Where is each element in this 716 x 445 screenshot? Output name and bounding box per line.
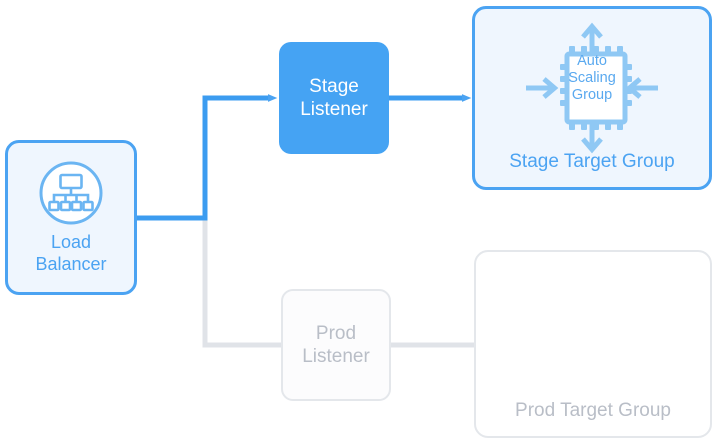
prod-target-group-label: Prod Target Group [515, 399, 671, 421]
connector-load-balancer-to-stage-listener [137, 94, 278, 221]
prod-listener-label-line1: Prod [315, 322, 357, 344]
node-stage-target-group[interactable]: Auto Scaling Group Stage Target Group [472, 6, 712, 190]
node-stage-listener[interactable]: Stage Listener [279, 42, 389, 154]
stage-listener-label-line2: Listener [300, 99, 368, 120]
stage-target-group-label: Stage Target Group [509, 150, 675, 172]
node-prod-target-group[interactable]: Prod Target Group [474, 250, 712, 438]
hierarchy-network-icon [39, 161, 103, 225]
load-balancer-label-line1: Load [50, 231, 92, 252]
load-balancer-label-line2: Balancer [35, 253, 107, 274]
connector-load-balancer-to-prod-listener [137, 215, 281, 348]
prod-listener-label-line2: Listener [302, 346, 370, 367]
node-prod-listener[interactable]: Prod Listener [281, 289, 391, 401]
stage-listener-label-line1: Stage [309, 75, 359, 97]
node-load-balancer[interactable]: Load Balancer [5, 140, 137, 295]
auto-scaling-chip-icon [526, 22, 658, 154]
